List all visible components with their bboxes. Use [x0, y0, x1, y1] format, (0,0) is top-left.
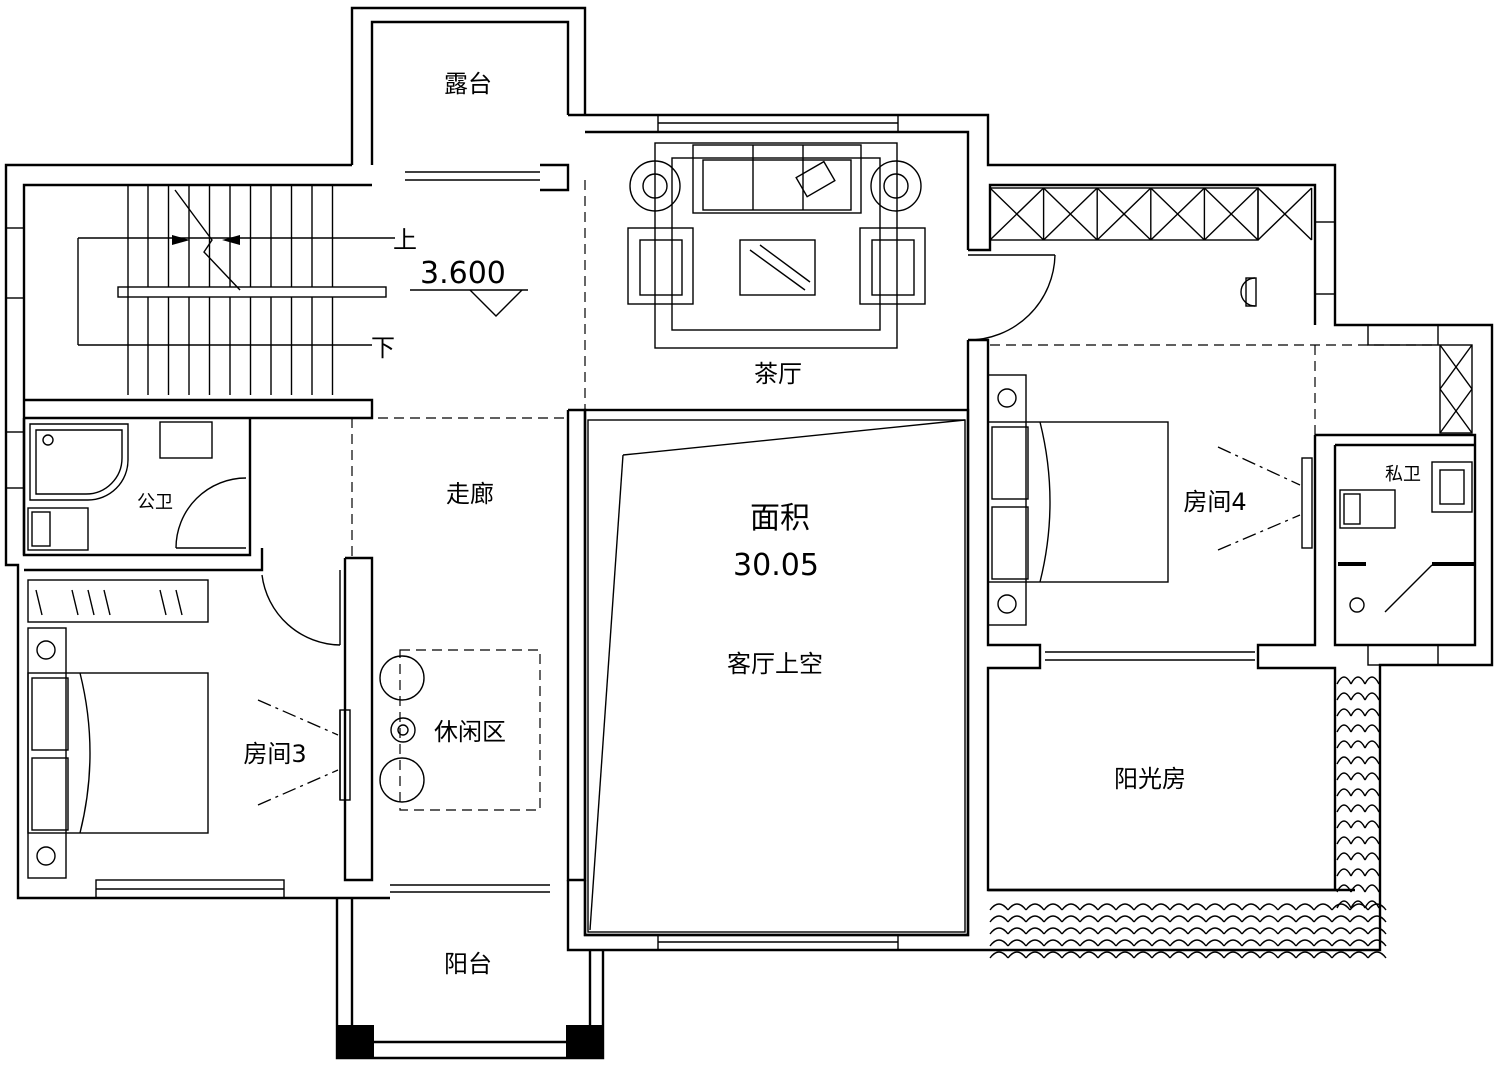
sunroom-label: 阳光房	[1114, 765, 1186, 793]
private-bath-fixtures	[1338, 461, 1474, 613]
elevation-label: 3.600	[420, 256, 506, 291]
sunroom-tiles	[989, 676, 1387, 959]
room4-furniture	[987, 187, 1473, 626]
door-room4	[967, 254, 1056, 341]
living-void-label: 客厅上空	[727, 650, 823, 678]
terrace-label: 露台	[444, 70, 492, 98]
room3-furniture	[27, 570, 351, 879]
leisure-area-label: 休闲区	[434, 718, 506, 746]
area-title: 面积	[750, 501, 810, 536]
interior-walls	[22, 163, 1477, 937]
public-bath-label: 公卫	[137, 492, 173, 513]
balcony-label: 阳台	[444, 950, 492, 978]
leisure-furniture	[379, 655, 425, 803]
exterior-walls	[4, 6, 1494, 1060]
staircase	[77, 185, 395, 395]
stair-up-label: 上	[393, 226, 417, 254]
tea-room-furniture	[627, 142, 926, 349]
stair-down-label: 下	[371, 334, 395, 362]
elevation-marker	[410, 289, 528, 317]
living-void-lines	[589, 419, 966, 931]
room4-label: 房间4	[1183, 488, 1246, 516]
dashed-boundaries	[250, 180, 1440, 811]
private-bath-label: 私卫	[1385, 464, 1421, 485]
tea-room-label: 茶厅	[754, 360, 802, 388]
corridor-label: 走廊	[446, 480, 494, 508]
windows	[5, 114, 1439, 951]
area-value: 30.05	[733, 548, 819, 583]
public-bath-fixtures	[27, 421, 247, 551]
room3-label: 房间3	[243, 740, 306, 768]
